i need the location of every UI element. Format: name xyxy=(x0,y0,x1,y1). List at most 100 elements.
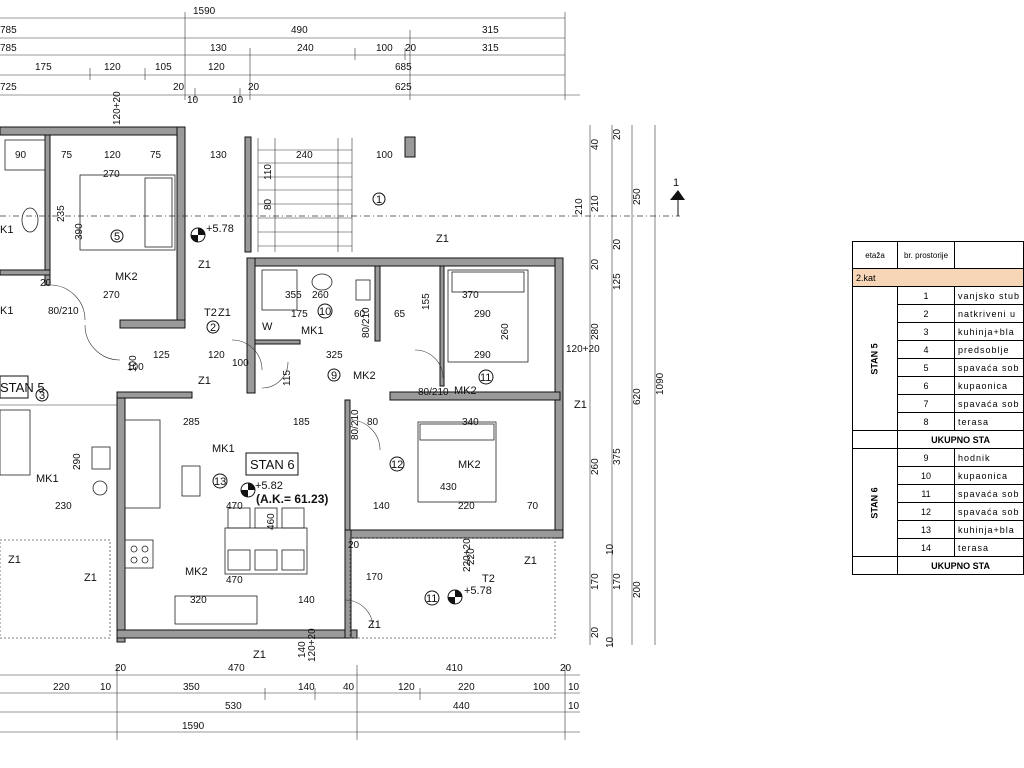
svg-text:370: 370 xyxy=(462,290,479,301)
svg-text:355: 355 xyxy=(285,290,302,301)
dim-top-r3: 100 xyxy=(376,43,393,54)
room-no: 6 xyxy=(897,376,955,395)
floor-row: 2.kat xyxy=(852,268,1024,287)
room-no: 12 xyxy=(897,502,955,521)
table-header-row: etaža br. prostorije xyxy=(851,241,1024,269)
svg-text:120+20: 120+20 xyxy=(307,628,318,662)
dim-top-r4: 105 xyxy=(155,62,172,73)
room-no: 4 xyxy=(897,340,955,359)
stan6-label: STAN 6 xyxy=(870,486,881,519)
stan5-total-row: UKUPNO STA xyxy=(851,430,1024,449)
dim-top-r5: 10 xyxy=(232,95,244,106)
svg-text:125: 125 xyxy=(153,350,170,361)
dim-right: 210 xyxy=(590,195,601,212)
svg-text:80: 80 xyxy=(367,417,379,428)
svg-text:140: 140 xyxy=(297,641,308,658)
svg-text:Z1: Z1 xyxy=(84,572,97,584)
room-no: 10 xyxy=(897,466,955,485)
stan6-total-row: UKUPNO STA xyxy=(851,556,1024,575)
svg-text:290: 290 xyxy=(474,309,491,320)
room-no: 8 xyxy=(897,412,955,431)
svg-text:3: 3 xyxy=(39,390,45,402)
svg-text:120+20: 120+20 xyxy=(112,91,123,125)
svg-text:Z1: Z1 xyxy=(253,649,266,661)
dim-top-r5: 20 xyxy=(248,82,260,93)
dim-top-r4: 175 xyxy=(35,62,52,73)
svg-text:100: 100 xyxy=(376,150,393,161)
dim-right: 170 xyxy=(590,573,601,590)
svg-text:230: 230 xyxy=(55,501,72,512)
dim-bottom: 350 xyxy=(183,682,200,693)
svg-text:220: 220 xyxy=(458,501,475,512)
stan5-tag-box xyxy=(0,375,29,399)
svg-text:10: 10 xyxy=(319,306,331,318)
svg-text:470: 470 xyxy=(226,575,243,586)
svg-text:130: 130 xyxy=(210,150,227,161)
dim-bottom: 10 xyxy=(568,701,580,712)
svg-text:290: 290 xyxy=(474,350,491,361)
dim-right: 20 xyxy=(612,128,623,140)
dim-bottom: 10 xyxy=(100,682,112,693)
dim-right: 20 xyxy=(590,258,601,270)
dim-top-r4: 120 xyxy=(104,62,121,73)
room-name: vanjsko stub xyxy=(953,286,1024,305)
dim-right: 200 xyxy=(632,581,643,598)
dim-top-r5: 10 xyxy=(187,95,199,106)
dim-top-r5: 725 xyxy=(0,82,17,93)
svg-text:+5.82: +5.82 xyxy=(255,480,283,492)
svg-text:320: 320 xyxy=(190,595,207,606)
svg-text:MK2: MK2 xyxy=(115,271,138,283)
dim-bottom: 10 xyxy=(568,682,580,693)
dim-right: 375 xyxy=(612,448,623,465)
svg-text:220: 220 xyxy=(466,548,477,565)
dim-bottom: 100 xyxy=(533,682,550,693)
top-dimension-chains: 1590 785 490 315 785 130 240 100 20 315 … xyxy=(0,6,580,106)
svg-text:80/210: 80/210 xyxy=(48,306,79,317)
room-name: spavaća sob xyxy=(953,394,1024,413)
svg-text:460: 460 xyxy=(266,513,277,530)
svg-text:120+20: 120+20 xyxy=(566,344,600,355)
room-name: spavaća sob xyxy=(953,358,1024,377)
dim-top-r5: 20 xyxy=(173,82,185,93)
svg-text:120: 120 xyxy=(208,350,225,361)
svg-text:75: 75 xyxy=(150,150,162,161)
room-no: 1 xyxy=(897,286,955,305)
dim-right: 250 xyxy=(632,188,643,205)
svg-text:100: 100 xyxy=(127,362,144,373)
svg-text:T2: T2 xyxy=(204,307,217,319)
door-swings xyxy=(49,284,444,629)
room-name: kupaonica xyxy=(953,376,1024,395)
svg-text:K1: K1 xyxy=(0,305,13,317)
room-name: terasa xyxy=(953,538,1024,557)
svg-text:90: 90 xyxy=(15,150,27,161)
room-no: 13 xyxy=(897,520,955,539)
dim-right: 10 xyxy=(605,636,616,648)
svg-text:Z1: Z1 xyxy=(524,555,537,567)
dim-bottom: 1590 xyxy=(182,721,205,732)
svg-text:260: 260 xyxy=(312,290,329,301)
opening-sizes: 80/210 80/210 80/210 80/210 120+20 220+2… xyxy=(48,91,600,572)
dim-bottom: 20 xyxy=(115,663,127,674)
header-etaza: etaža xyxy=(851,241,899,269)
dim-top-r2: 315 xyxy=(482,25,499,36)
svg-text:60: 60 xyxy=(354,309,366,320)
dim-right: 1090 xyxy=(655,372,666,395)
dim-top-r2: 490 xyxy=(291,25,308,36)
dim-bottom: 410 xyxy=(446,663,463,674)
svg-text:MK2: MK2 xyxy=(458,459,481,471)
dim-top-r4: 120 xyxy=(208,62,225,73)
svg-text:Z1: Z1 xyxy=(8,554,21,566)
dim-top-r4: 685 xyxy=(395,62,412,73)
stan6-tag: STAN 6 xyxy=(250,457,295,472)
dim-top-r3: 315 xyxy=(482,43,499,54)
svg-text:9: 9 xyxy=(331,370,337,382)
room-numbers: 1 2 3 5 9 10 11 12 13 11 xyxy=(35,192,494,606)
stan6-label-cell: STAN 6 xyxy=(851,448,899,557)
svg-text:80/210: 80/210 xyxy=(350,409,361,440)
svg-text:170: 170 xyxy=(366,572,383,583)
dim-top-r2: 785 xyxy=(0,25,17,36)
room-no: 9 xyxy=(897,448,955,467)
room-name: kuhinja+bla xyxy=(953,322,1024,341)
svg-text:5: 5 xyxy=(114,231,120,243)
